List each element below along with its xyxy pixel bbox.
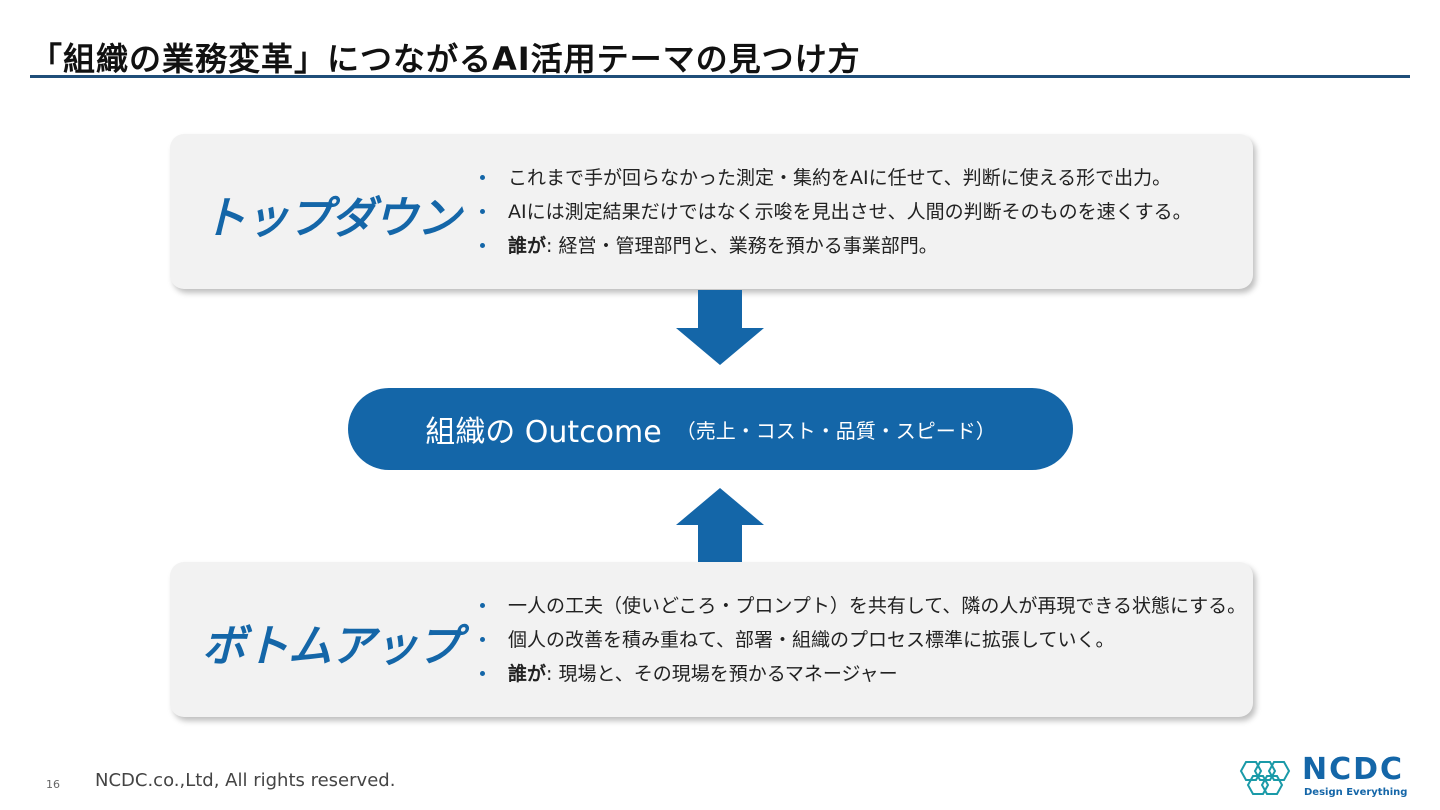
- bullet-dot-icon: [480, 243, 485, 248]
- bottom-up-card: ボトムアップ 一人の工夫（使いどころ・プロンプト）を共有して、隣の人が再現できる…: [170, 562, 1253, 717]
- top-down-bullet: AIには測定結果だけではなく示唆を見出させ、人間の判断そのものを速くする。: [480, 195, 1192, 229]
- outcome-main-text: 組織の Outcome: [425, 415, 662, 450]
- bullet-text: 個人の改善を積み重ねて、部署・組織のプロセス標準に拡張していく。: [508, 629, 1115, 651]
- ncdc-logo: NCDC Design Everything: [1236, 752, 1412, 800]
- bottom-up-bullet-list: 一人の工夫（使いどころ・プロンプト）を共有して、隣の人が再現できる状態にする。 …: [480, 589, 1246, 691]
- page-number: 16: [46, 778, 60, 791]
- bullet-dot-icon: [480, 175, 485, 180]
- bullet-text: AIには測定結果だけではなく示唆を見出させ、人間の判断そのものを速くする。: [508, 201, 1192, 223]
- title-divider: [30, 75, 1410, 78]
- logo-tagline: Design Everything: [1304, 787, 1408, 798]
- top-down-heading: トップダウン: [202, 193, 461, 244]
- bullet-text: 一人の工夫（使いどころ・プロンプト）を共有して、隣の人が再現できる状態にする。: [508, 595, 1247, 617]
- who-text: : 経営・管理部門と、業務を預かる事業部門。: [546, 235, 938, 257]
- who-text: : 現場と、その現場を預かるマネージャー: [546, 663, 898, 685]
- logo-wordmark: NCDC: [1302, 752, 1405, 787]
- page-title: 「組織の業務変革」につながるAI活用テーマの見つけ方: [30, 40, 861, 78]
- bottom-up-bullet: 一人の工夫（使いどころ・プロンプト）を共有して、隣の人が再現できる状態にする。: [480, 589, 1246, 623]
- top-down-bullet-list: これまで手が回らなかった測定・集約をAIに任せて、判断に使える形で出力。 AIに…: [480, 161, 1192, 263]
- who-label: 誰が: [508, 663, 547, 685]
- outcome-sub-text: （売上・コスト・品質・スピード）: [675, 418, 996, 443]
- copyright-text: NCDC.co.,Ltd, All rights reserved.: [95, 770, 396, 791]
- bottom-up-heading: ボトムアップ: [202, 621, 461, 672]
- top-down-bullet: これまで手が回らなかった測定・集約をAIに任せて、判断に使える形で出力。: [480, 161, 1192, 195]
- bullet-text: これまで手が回らなかった測定・集約をAIに任せて、判断に使える形で出力。: [508, 167, 1172, 189]
- who-label: 誰が: [508, 235, 547, 257]
- bottom-up-bullet: 個人の改善を積み重ねて、部署・組織のプロセス標準に拡張していく。: [480, 623, 1246, 657]
- top-down-who-bullet: 誰が: 経営・管理部門と、業務を預かる事業部門。: [480, 229, 1192, 263]
- bullet-dot-icon: [480, 671, 485, 676]
- arrow-down-icon: [676, 290, 764, 365]
- bullet-dot-icon: [480, 637, 485, 642]
- bullet-dot-icon: [480, 209, 485, 214]
- outcome-pill: 組織の Outcome （売上・コスト・品質・スピード）: [348, 388, 1073, 470]
- bottom-up-who-bullet: 誰が: 現場と、その現場を預かるマネージャー: [480, 657, 1246, 691]
- arrow-up-icon: [676, 488, 764, 563]
- top-down-card: トップダウン これまで手が回らなかった測定・集約をAIに任せて、判断に使える形で…: [170, 134, 1253, 289]
- ncdc-logo-mark-icon: [1239, 761, 1291, 795]
- bullet-dot-icon: [480, 603, 485, 608]
